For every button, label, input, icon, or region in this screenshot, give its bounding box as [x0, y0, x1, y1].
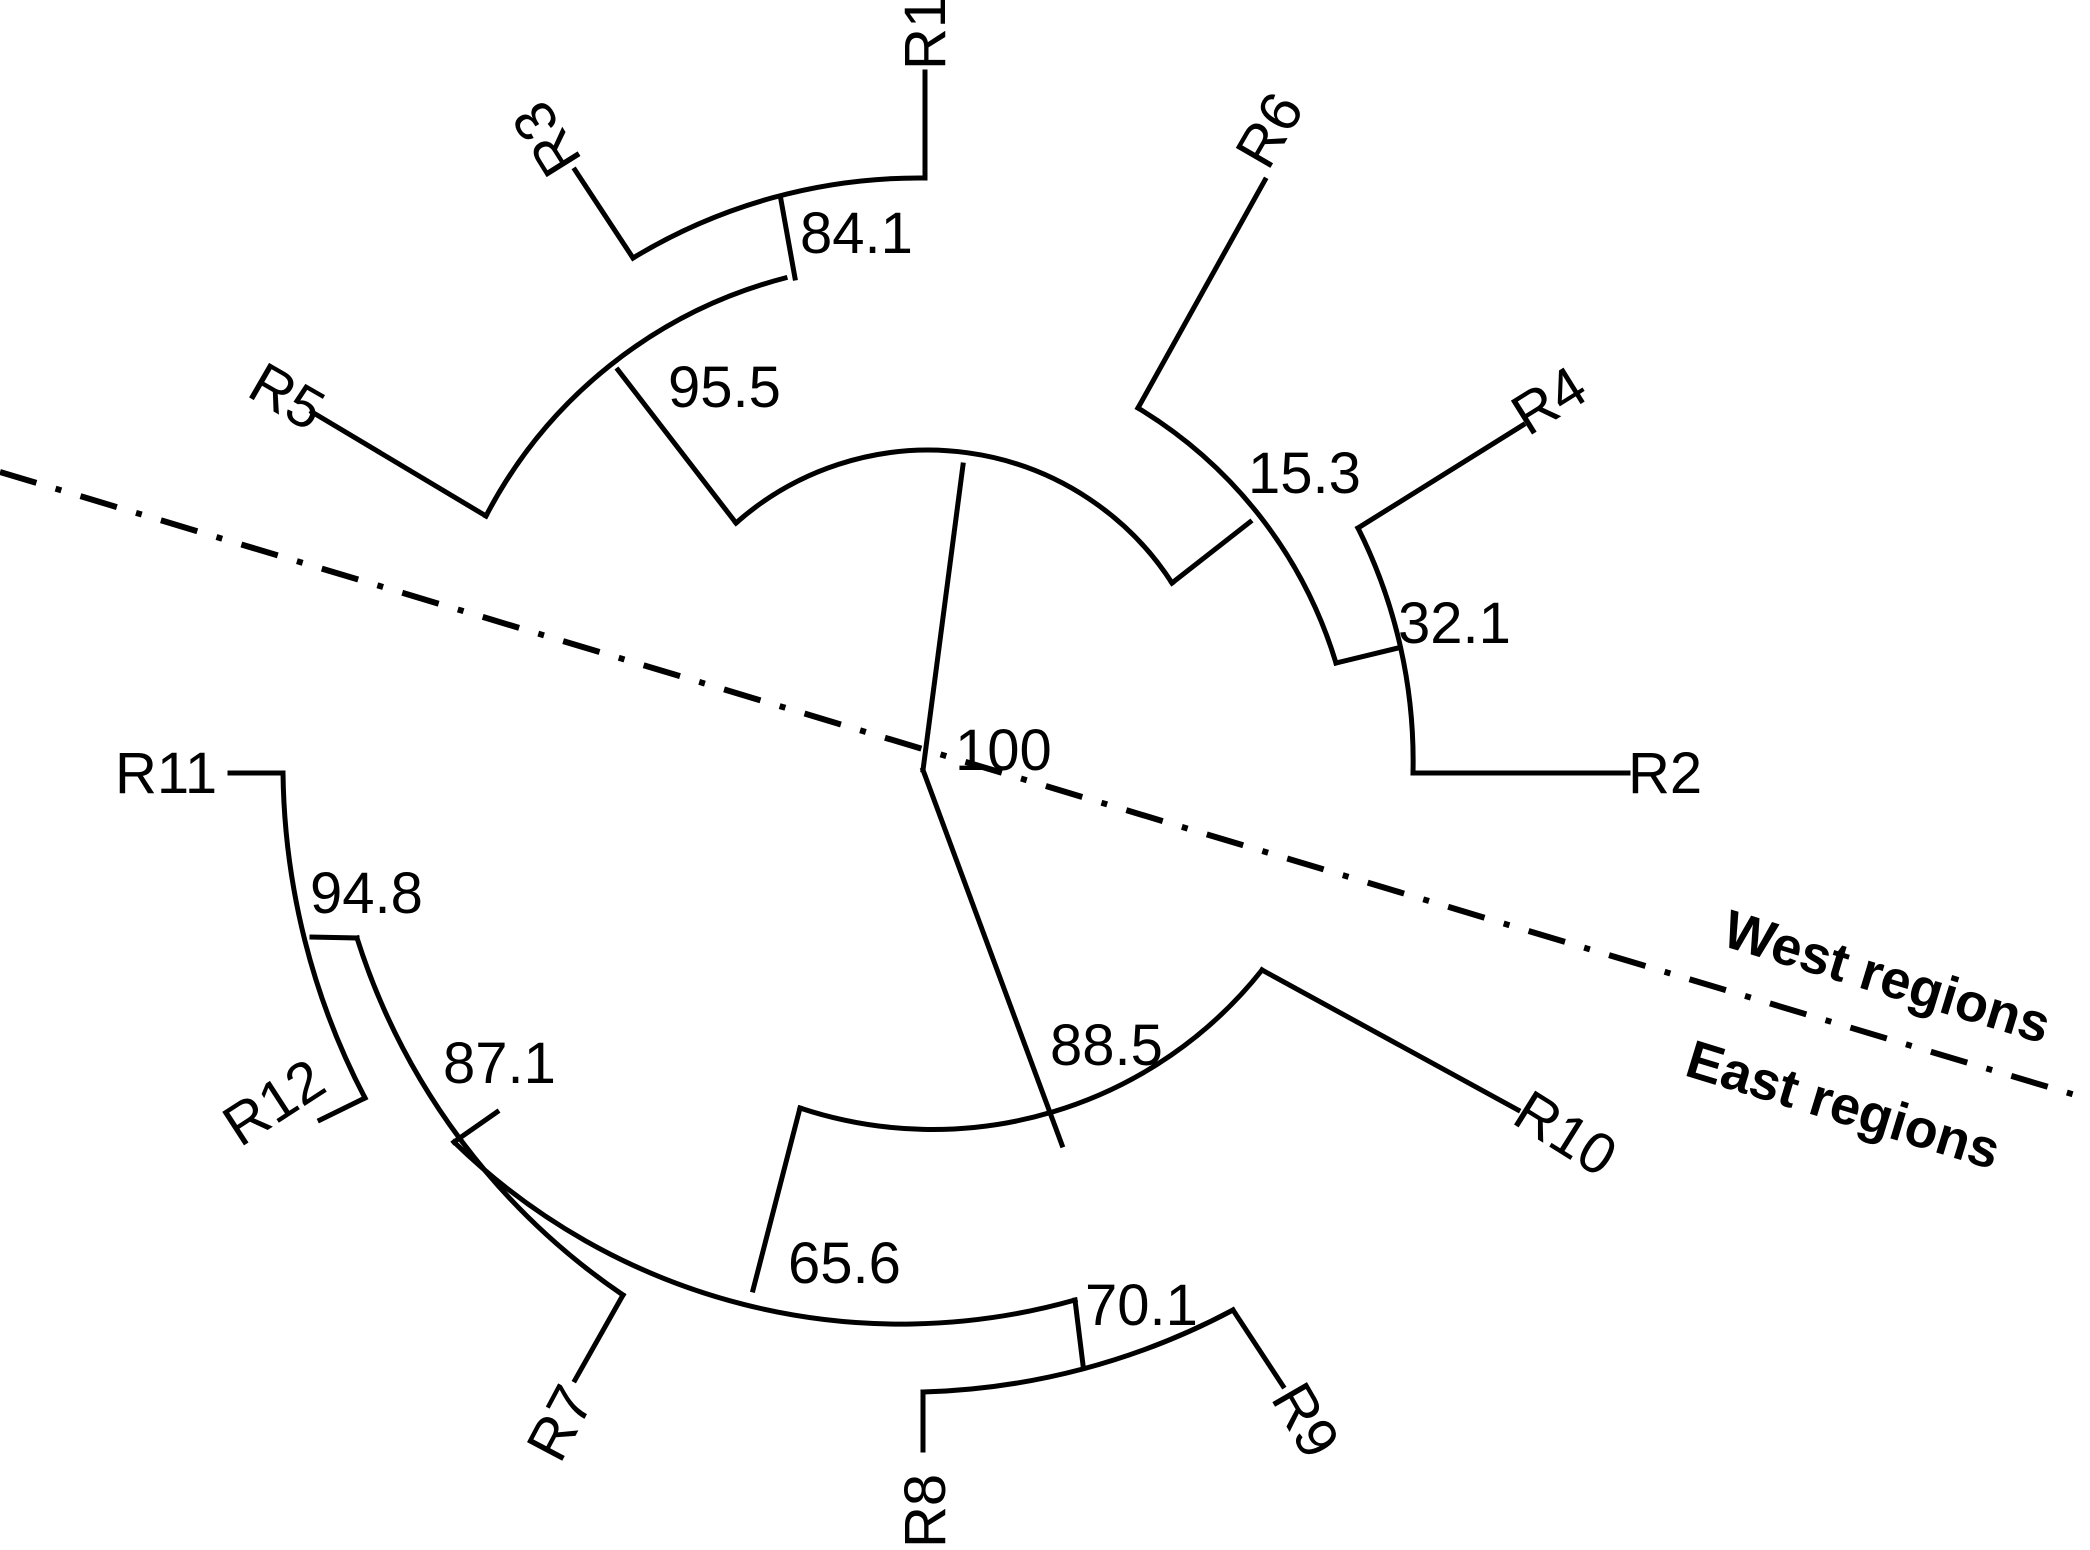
branch-r6-group-stem — [1168, 518, 1254, 587]
support-east-sub: 65.6 — [788, 1231, 901, 1296]
branch-r11-r12-r7-arc — [353, 934, 627, 1299]
branch-east-arc — [796, 966, 1266, 1132]
support-r6-group: 15.3 — [1248, 441, 1361, 506]
leaf-r12: R12 — [212, 1046, 337, 1158]
region-separator-line — [0, 469, 2086, 1101]
support-r11-r12: 94.8 — [310, 861, 423, 926]
branch-west-arc — [732, 447, 1176, 587]
support-r11-r12-r7: 87.1 — [443, 1031, 556, 1096]
branch-r9 — [1229, 1306, 1287, 1390]
leaf-r5: R5 — [239, 350, 336, 443]
leaf-r4: R4 — [1500, 354, 1597, 448]
branch-r4-r2-arc — [1354, 524, 1416, 776]
branch-r6-group-arc — [1134, 404, 1340, 667]
branch-r7 — [571, 1291, 627, 1384]
east-regions-label: East regions — [1679, 1029, 2006, 1181]
leaf-r8: R8 — [893, 1474, 958, 1548]
branch-west-core-arc — [482, 274, 789, 520]
branch-r11-r12-stem — [309, 934, 360, 941]
branch-r12 — [316, 1094, 369, 1124]
branch-root-east — [919, 766, 1066, 1149]
leaf-r9: R9 — [1259, 1372, 1352, 1469]
support-west-core: 95.5 — [668, 355, 781, 420]
branch-r8-r9-stem — [1072, 1297, 1086, 1368]
branch-root-west — [920, 462, 966, 773]
support-r4-r2: 32.1 — [1398, 591, 1511, 656]
support-r1-r3: 84.1 — [800, 201, 913, 266]
leaf-r11: R11 — [115, 741, 217, 806]
support-east-core: 88.5 — [1050, 1013, 1163, 1078]
west-regions-label: West regions — [1716, 899, 2057, 1055]
branch-r3 — [571, 166, 637, 262]
branch-r8-r9-arc — [920, 1306, 1237, 1395]
leaf-r10: R10 — [1503, 1078, 1628, 1190]
leaf-r6: R6 — [1223, 82, 1316, 179]
support-r8-r9: 70.1 — [1085, 1273, 1198, 1338]
leaf-r7: R7 — [514, 1375, 606, 1471]
leaf-r1: R1 — [893, 0, 958, 70]
branch-r1-r3-arc — [629, 175, 928, 262]
support-root: 100 — [955, 718, 1052, 783]
branch-r6 — [1134, 176, 1269, 412]
leaf-r2: R2 — [1628, 741, 1702, 806]
branch-r5 — [308, 408, 490, 520]
branch-r1-r3-stem — [778, 197, 798, 281]
branch-r4-r2-stem — [1332, 644, 1402, 667]
branch-west-core-stem — [614, 366, 740, 527]
branch-east-sub-stem — [749, 1104, 804, 1294]
branch-east-sub-arc — [450, 1138, 1079, 1327]
branch-r4 — [1354, 421, 1527, 532]
branch-r11-r12-arc — [280, 770, 369, 1102]
branch-r10 — [1258, 966, 1522, 1114]
